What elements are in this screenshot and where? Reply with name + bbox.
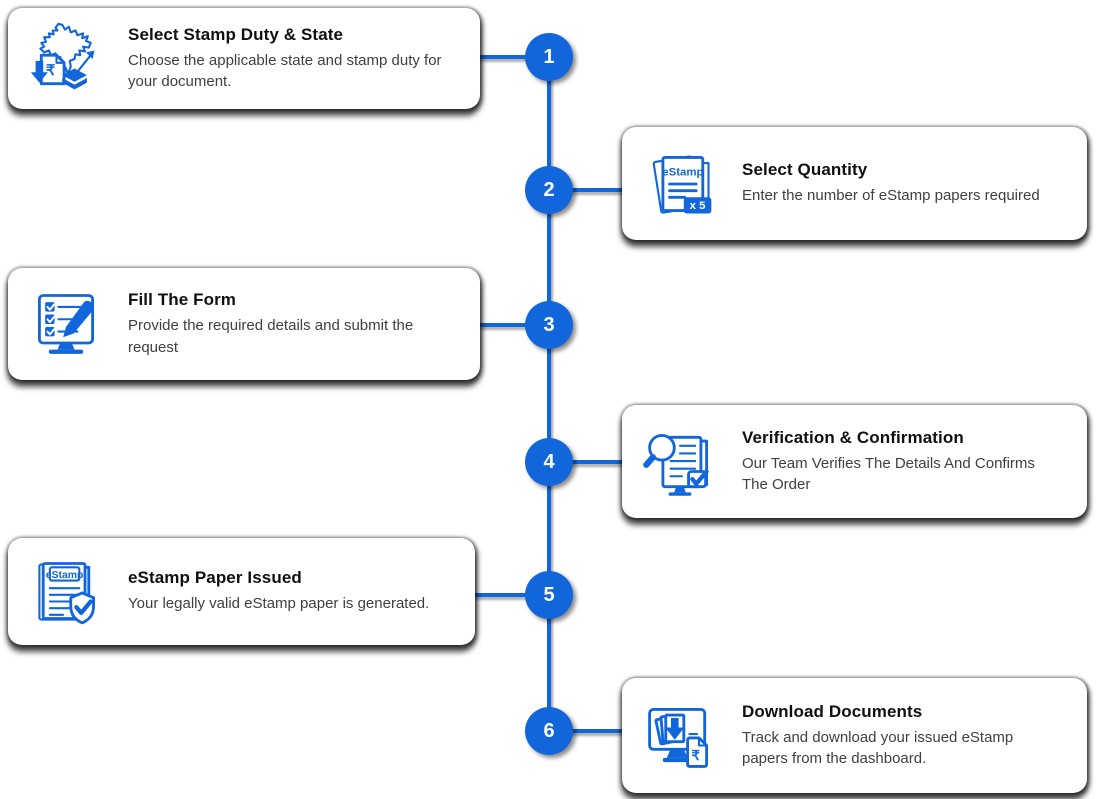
step-6-number-badge: 6 <box>525 707 573 755</box>
step-6-title: Download Documents <box>742 701 923 721</box>
step-5-card: eStamp eStamp Paper Issued Your legally … <box>8 538 475 645</box>
step-2-card: eStamp x 5 Select Quantity Enter the num… <box>622 127 1087 240</box>
estamp-sheet-label: eStamp <box>662 166 703 178</box>
step-5-number-badge: 5 <box>525 571 573 619</box>
download-documents-icon: ₹ <box>642 698 718 774</box>
estamp-issued-icon: eStamp <box>28 554 104 630</box>
step-6-card: ₹ Download Documents Track and download … <box>622 678 1087 793</box>
step-5-title: eStamp Paper Issued <box>128 568 302 588</box>
rupee-glyph: ₹ <box>46 63 55 79</box>
quantity-badge-label: x 5 <box>690 200 706 212</box>
step-5-description: Your legally valid eStamp paper is gener… <box>128 595 430 613</box>
step-2-description: Enter the number of eStamp papers requir… <box>742 187 1040 205</box>
step-3-number-badge: 3 <box>525 301 573 349</box>
connector-step-6 <box>550 729 624 733</box>
step-1-card: ₹ Select Stamp Duty & State Choose the a… <box>8 8 480 109</box>
step-3-description: Provide the required details and submit … <box>128 317 414 356</box>
step-1-title: Select Stamp Duty & State <box>128 24 344 44</box>
step-3-card: Fill The Form Provide the required detai… <box>8 268 480 380</box>
step-2-title: Select Quantity <box>742 160 868 180</box>
step-4-title: Verification & Confirmation <box>742 427 964 447</box>
step-4-card: Verification & Confirmation Our Team Ver… <box>622 405 1087 518</box>
connector-step-5 <box>469 593 550 597</box>
connector-step-3 <box>474 323 550 327</box>
estamp-sheet-label: eStamp <box>46 569 84 580</box>
connector-step-2 <box>550 188 624 192</box>
step-6-description: Track and download your issued eStamp pa… <box>742 728 1014 767</box>
step-4-description: Our Team Verifies The Details And Confir… <box>742 454 1035 493</box>
step-2-number-badge: 2 <box>525 166 573 214</box>
fill-form-icon <box>28 286 104 362</box>
step-1-description: Choose the applicable state and stamp du… <box>128 51 442 90</box>
connector-step-1 <box>474 55 550 59</box>
step-4-number-badge: 4 <box>525 438 573 486</box>
verification-icon <box>642 424 718 500</box>
step-1-number-badge: 1 <box>525 33 573 81</box>
timeline-spine <box>547 57 551 732</box>
select-quantity-icon: eStamp x 5 <box>642 146 718 222</box>
connector-step-4 <box>550 460 624 464</box>
stamp-duty-state-icon: ₹ <box>28 21 104 97</box>
step-3-title: Fill The Form <box>128 290 237 310</box>
rupee-glyph: ₹ <box>691 747 700 762</box>
